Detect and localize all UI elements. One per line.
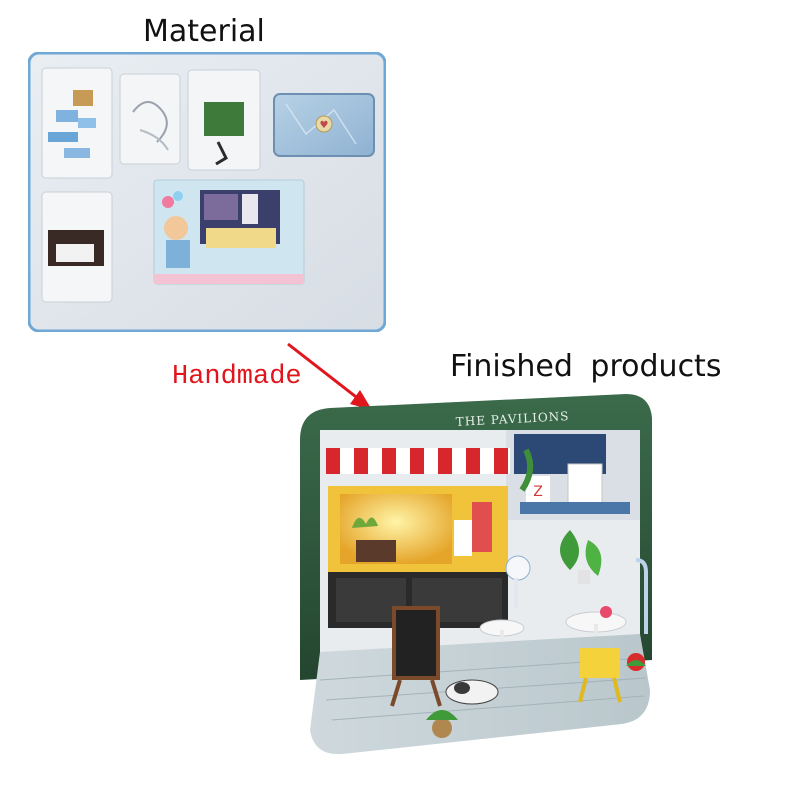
handmade-label: Handmade [172,362,302,392]
material-label: Material [143,14,265,49]
tin-heart: ♥ [320,120,329,131]
finished-products-label: Finished products [450,349,722,384]
wire-bag [119,73,181,165]
chalkboard [392,606,440,680]
awning [326,448,510,474]
parts-bag [41,67,113,179]
svg-text:Z: Z [533,484,543,500]
finished-product-photo: THE PAVILIONS Z [300,394,652,755]
arrow-icon [287,342,372,410]
tin-lid-text: THE PAVILIONS [455,409,569,429]
material-photo: ♥ [28,52,386,332]
